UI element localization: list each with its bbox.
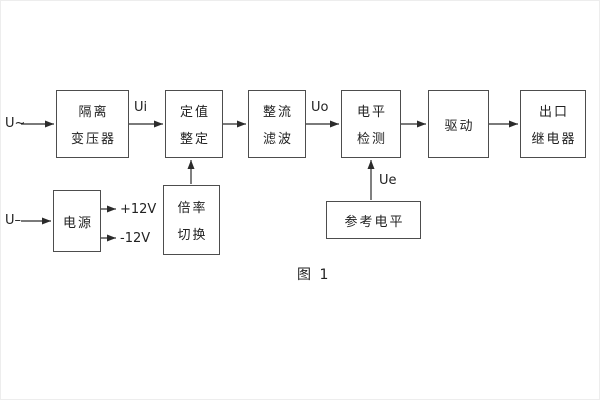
block-reference-level: 参考电平 <box>326 201 421 239</box>
block-isolation-transformer: 隔离 变压器 <box>56 90 129 158</box>
signal-ue-label: Ue <box>379 173 397 188</box>
block-label: 电源 <box>62 215 93 231</box>
block-output-relay: 出口 继电器 <box>520 90 586 158</box>
block-level-detection: 电平 检测 <box>341 90 401 158</box>
block-label: 电平 <box>356 105 387 120</box>
block-ratio-switching: 倍率 切换 <box>163 185 220 255</box>
block-setpoint-setting: 定值 整定 <box>165 90 223 158</box>
block-label: 继电器 <box>531 132 577 147</box>
block-label: 参考电平 <box>344 214 405 230</box>
input-dc-label: U– <box>5 213 22 228</box>
block-label: 切换 <box>177 228 208 243</box>
block-rectifier-filter: 整流 滤波 <box>248 90 306 158</box>
block-label: 出口 <box>538 105 569 120</box>
block-label: 驱动 <box>444 118 475 134</box>
block-label: 定值 <box>179 105 210 120</box>
block-label: 变压器 <box>70 132 116 147</box>
figure-caption: 图 1 <box>297 267 331 283</box>
block-label: 隔离 <box>78 105 109 120</box>
block-label: 整流 <box>262 105 293 120</box>
input-ac-label: U~ <box>5 116 26 131</box>
block-label: 滤波 <box>262 132 293 147</box>
block-drive: 驱动 <box>428 90 489 158</box>
signal-uo-label: Uo <box>311 100 329 115</box>
plus12v-label: +12V <box>120 202 157 217</box>
block-label: 整定 <box>179 132 210 147</box>
block-label: 倍率 <box>177 201 208 216</box>
block-label: 检测 <box>356 132 387 147</box>
minus12v-label: -12V <box>120 231 151 246</box>
block-power-supply: 电源 <box>53 190 101 252</box>
signal-ui-label: Ui <box>134 100 148 115</box>
